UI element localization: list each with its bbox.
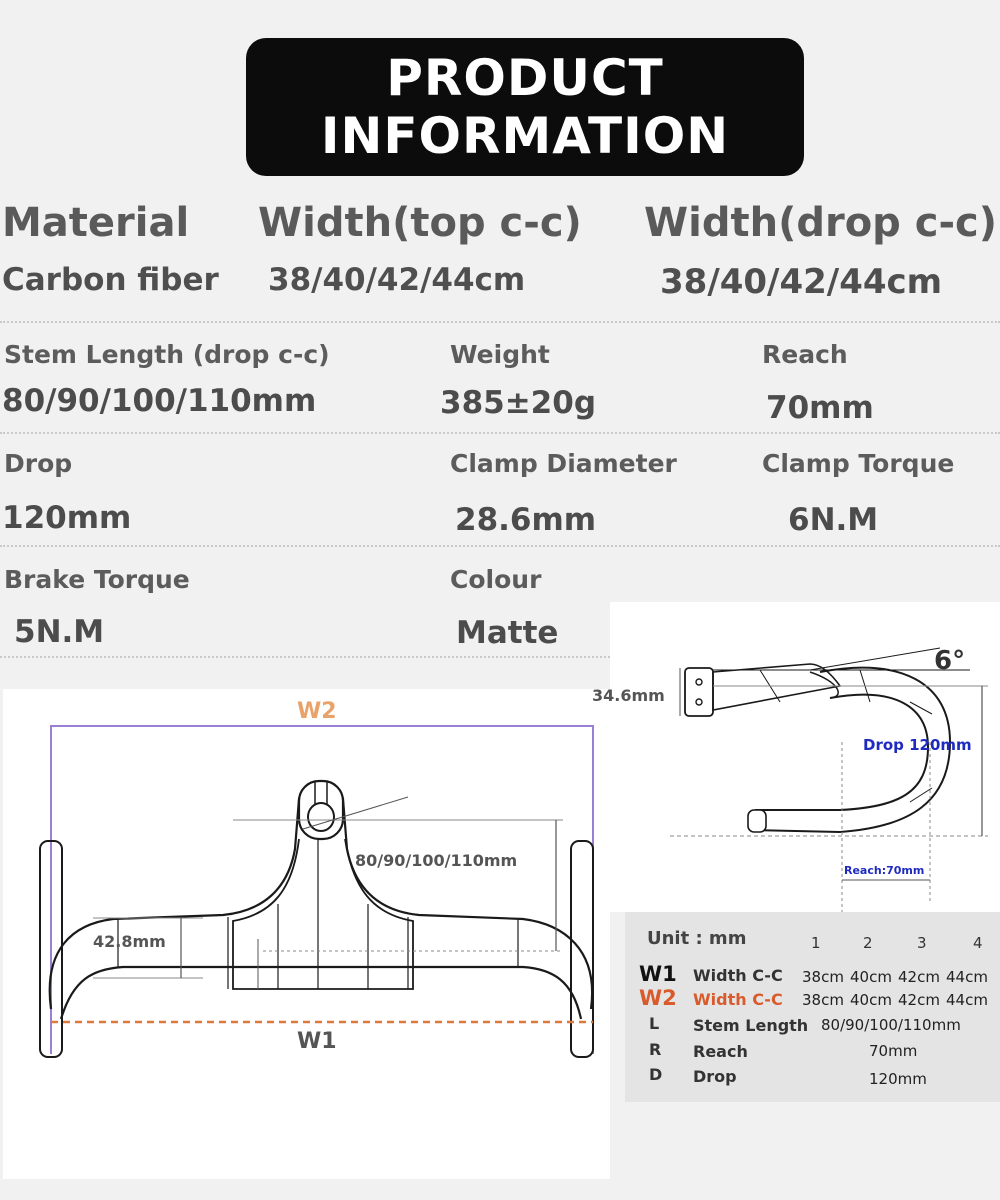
- material-label: Material: [2, 200, 190, 246]
- reach-dimension-label: Reach:70mm: [844, 864, 925, 877]
- banner-line-2: INFORMATION: [320, 107, 730, 165]
- row-value: 80/90/100/110mm: [821, 1016, 961, 1034]
- w2-label: W2: [297, 699, 337, 724]
- colour-label: Colour: [450, 565, 542, 594]
- handlebar-side-drawing: [670, 647, 988, 912]
- width-top-value: 38/40/42/44cm: [268, 262, 526, 298]
- row-code: D: [649, 1065, 663, 1084]
- table-row: L Stem Length 80/90/100/110mm: [625, 1014, 1000, 1038]
- angle-label: 6°: [934, 646, 966, 676]
- product-information-banner: PRODUCT INFORMATION: [246, 38, 804, 176]
- handlebar-front-drawing: [39, 725, 594, 1058]
- w1-label: W1: [297, 1029, 337, 1054]
- table-row: W2 Width C-C 38cm 40cm 42cm 44cm: [625, 986, 1000, 1012]
- brake-torque-label: Brake Torque: [4, 565, 190, 594]
- row-code: W2: [639, 986, 677, 1010]
- table-row: R Reach 70mm: [625, 1040, 1000, 1064]
- row-value: 42cm: [898, 968, 940, 986]
- clamp-diameter-value: 28.6mm: [455, 502, 597, 538]
- column-header: 2: [863, 934, 873, 952]
- width-top-label: Width(top c-c): [258, 200, 582, 246]
- row-value: 70mm: [869, 1042, 918, 1060]
- divider: [0, 656, 610, 658]
- row-value: 44cm: [946, 968, 988, 986]
- reach-label: Reach: [762, 340, 848, 369]
- drop-dimension-label: Drop 120mm: [863, 736, 972, 754]
- clamp-torque-label: Clamp Torque: [762, 449, 955, 478]
- width-drop-value: 38/40/42/44cm: [660, 262, 943, 302]
- stem-length-dimension: 80/90/100/110mm: [355, 851, 518, 870]
- clamp-diameter-label: Clamp Diameter: [450, 449, 677, 478]
- row-name: Width C-C: [693, 966, 783, 985]
- row-code: R: [649, 1040, 662, 1059]
- row-name: Reach: [693, 1042, 748, 1061]
- weight-value: 385±20g: [440, 385, 597, 421]
- row-name: Stem Length: [693, 1016, 809, 1035]
- banner-line-1: PRODUCT: [386, 49, 664, 107]
- drop-label: Drop: [4, 449, 73, 478]
- reach-value: 70mm: [766, 390, 874, 426]
- table-row: W1 Width C-C 38cm 40cm 42cm 44cm: [625, 962, 1000, 988]
- column-header: 3: [917, 934, 927, 952]
- material-value: Carbon fiber: [2, 262, 219, 298]
- w2-dimension-line: [50, 725, 594, 1054]
- row-name: Drop: [693, 1067, 737, 1086]
- size-table: Unit : mm 1 2 3 4 W1 Width C-C 38cm 40cm…: [625, 912, 1000, 1102]
- unit-label: Unit : mm: [647, 928, 747, 949]
- front-view-diagram: W2 W1 80/90/100/110mm 42.8mm: [3, 689, 610, 1179]
- colour-value: Matte: [456, 615, 559, 651]
- side-view-diagram: 6° 34.6mm Drop 120mm Reach:70mm: [592, 602, 1000, 912]
- column-header: 4: [973, 934, 983, 952]
- brake-torque-value: 5N.M: [14, 614, 105, 650]
- row-value: 44cm: [946, 991, 988, 1009]
- width-drop-label: Width(drop c-c): [644, 200, 998, 246]
- row-value: 40cm: [850, 991, 892, 1009]
- row-value: 38cm: [802, 991, 844, 1009]
- table-row: D Drop 120mm: [625, 1065, 1000, 1089]
- row-name: Width C-C: [693, 990, 783, 1009]
- row-value: 42cm: [898, 991, 940, 1009]
- row-value: 40cm: [850, 968, 892, 986]
- row-code: W1: [639, 962, 677, 986]
- clamp-height-label: 34.6mm: [592, 686, 665, 705]
- height-dimension: 42.8mm: [93, 932, 166, 951]
- column-header: 1: [811, 934, 821, 952]
- row-value: 38cm: [802, 968, 844, 986]
- divider: [0, 432, 1000, 434]
- drop-value: 120mm: [2, 500, 132, 536]
- weight-label: Weight: [450, 340, 550, 369]
- row-value: 120mm: [869, 1070, 927, 1088]
- divider: [0, 321, 1000, 323]
- stem-length-label: Stem Length (drop c-c): [4, 340, 330, 369]
- clamp-torque-value: 6N.M: [788, 502, 879, 538]
- stem-length-value: 80/90/100/110mm: [2, 383, 317, 419]
- divider: [0, 545, 1000, 547]
- row-code: L: [649, 1014, 660, 1033]
